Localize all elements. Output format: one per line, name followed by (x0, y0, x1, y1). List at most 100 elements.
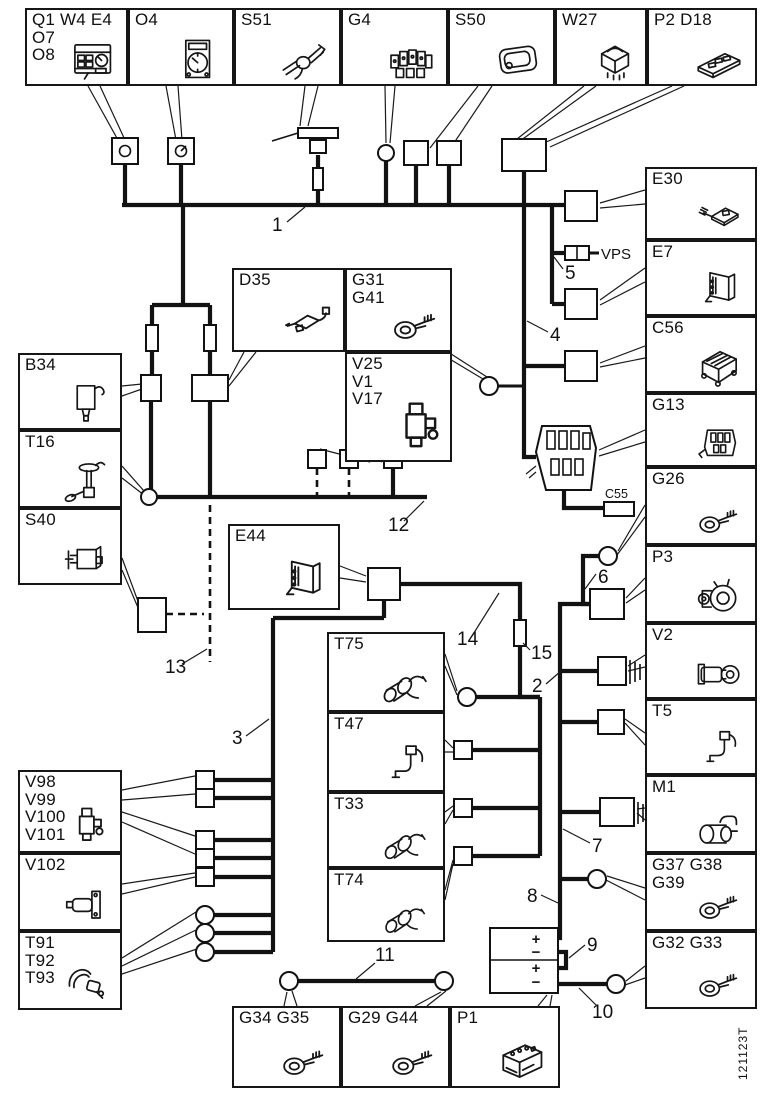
component-id-label: G13 (652, 395, 685, 414)
wire-number-leader (286, 206, 306, 223)
component-id-labels: S40 (25, 511, 56, 529)
connector-d35 (191, 374, 229, 402)
component-id-label: W27 (562, 10, 598, 29)
component-box-s50: S50 (448, 8, 555, 86)
connector-b34 (140, 374, 162, 402)
component-id-label: T92 (25, 950, 55, 970)
component-id-label: T33 (334, 794, 364, 813)
component-box-t5: T5 (645, 699, 757, 775)
wire-number-leader (403, 500, 425, 522)
connector-e7 (564, 288, 598, 320)
component-box-t16: T16 (18, 430, 122, 508)
wire-number-label: 3 (232, 728, 243, 749)
connector-circle (377, 144, 395, 162)
wire-number-label: 15 (531, 643, 552, 664)
component-box-e7: E7 (645, 240, 757, 316)
fusebox-icon (683, 419, 754, 464)
component-id-labels: O4 (135, 11, 158, 29)
wire-number-label: 4 (550, 325, 561, 346)
component-id-labels: G26 (652, 470, 685, 488)
wire-t91-stubs (214, 912, 273, 955)
starter-icon (683, 803, 754, 850)
component-box-m1: M1 (645, 775, 757, 853)
wire-number-leader (471, 592, 500, 637)
speed-sensor-icon (367, 894, 442, 939)
component-id-label: T47 (334, 714, 364, 733)
component-id-labels: P1 (457, 1009, 478, 1027)
component-box-c56: C56 (645, 316, 757, 393)
battery-terminal-sign: + (532, 960, 541, 977)
component-box-v102: V102 (18, 853, 122, 931)
component-id-labels: E30 (652, 170, 683, 188)
component-id-label: T74 (334, 870, 364, 889)
wire-number-leader (545, 670, 562, 685)
wire-number-label: 6 (598, 567, 609, 588)
ecu-icon (683, 267, 754, 313)
connector-m1 (599, 797, 635, 827)
wire-right-trunk (521, 205, 536, 460)
component-id-labels: M1 (652, 778, 676, 796)
component-id-label: G39 (652, 872, 685, 892)
connector-valve (195, 788, 215, 808)
gauge-symbol (118, 144, 132, 158)
component-box-p3: P3 (645, 545, 757, 623)
component-box-p2-d18: P2 D18 (647, 8, 757, 86)
gauge-needle (180, 145, 187, 152)
wire-number-leader (584, 573, 597, 590)
solenoid-icon (53, 881, 119, 928)
lamp-icon (484, 36, 552, 83)
component-id-labels: G32 G33 (652, 934, 722, 952)
connector-p3 (589, 588, 625, 620)
wire-split (149, 302, 213, 325)
leader-lines (87, 85, 685, 1007)
component-box-s51: S51 (234, 8, 341, 86)
component-id-label: G26 (652, 469, 685, 488)
wire-e44-right (400, 581, 523, 620)
ring-icon (381, 298, 449, 349)
component-id-label: V101 (25, 825, 66, 845)
component-id-label: V99 (25, 789, 56, 809)
sender-icon (53, 458, 119, 505)
component-box-t74: T74 (327, 868, 445, 942)
connector-valve (195, 848, 215, 868)
connector-v2 (597, 656, 627, 686)
component-box-t33: T33 (327, 792, 445, 868)
connector-valve (195, 770, 215, 790)
inline-fuse (145, 324, 159, 352)
connector-v25 (307, 449, 327, 469)
component-box-b34: B34 (18, 353, 122, 430)
wire-number-leader (568, 944, 586, 959)
connector-t74 (453, 846, 473, 866)
component-id-labels: T47 (334, 715, 364, 733)
component-id-label: T75 (334, 634, 364, 653)
connector-square (309, 139, 327, 154)
rocker-icon (586, 36, 644, 83)
wire-number-label: 11 (375, 945, 395, 966)
ring-icon (269, 1035, 338, 1085)
component-id-labels: G4 (348, 11, 371, 29)
canister-icon (53, 380, 119, 427)
component-box-g26: G26 (645, 467, 757, 545)
wire-number-label: 9 (587, 935, 598, 956)
bent-sensor-icon (367, 740, 442, 789)
component-id-label: S40 (25, 510, 56, 529)
ecu-icon (266, 555, 337, 607)
component-id-label: B34 (25, 355, 56, 374)
component-id-labels: B34 (25, 356, 56, 374)
component-id-label: O7 (32, 27, 56, 47)
wire-lower-trunk (557, 601, 590, 941)
component-id-label: M1 (652, 777, 677, 796)
component-id-label: C56 (652, 318, 684, 337)
component-id-labels: G29 G44 (348, 1009, 418, 1027)
component-id-labels: V2 (652, 626, 673, 644)
component-box-v2: V2 (645, 623, 757, 699)
component-box-t75: T75 (327, 632, 445, 712)
component-id-label: T16 (25, 432, 55, 451)
component-id-labels: C56 (652, 319, 684, 337)
c55-label: C55 (605, 487, 628, 501)
